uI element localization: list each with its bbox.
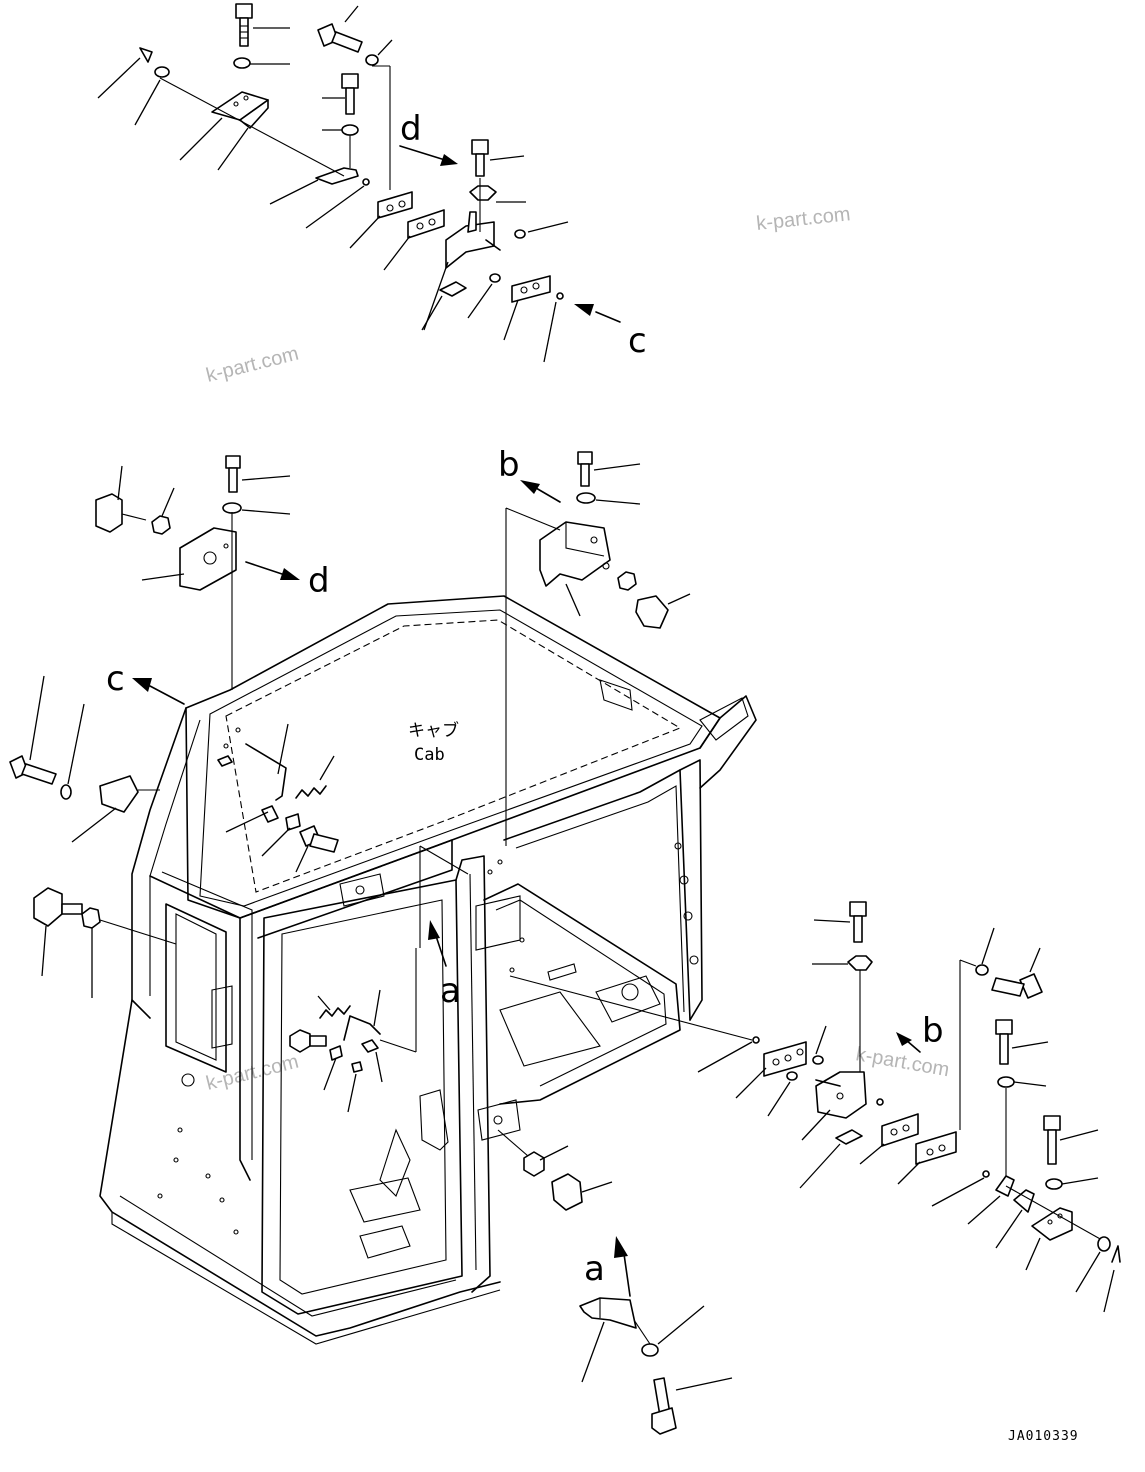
- latch-catch-icon: [579, 1297, 637, 1329]
- latch-lever-icon: [315, 167, 359, 185]
- cotter-pin-icon: [139, 47, 153, 63]
- shim-plate-icon: [881, 1113, 919, 1147]
- shim-plate-icon: [407, 209, 445, 239]
- cotter-pin-icon: [1111, 1245, 1121, 1263]
- door-catch-a: a: [579, 1236, 733, 1435]
- view-ref-b-mid: b: [498, 445, 520, 485]
- nut-icon: [847, 955, 873, 971]
- door-latch-a: a: [289, 845, 469, 1113]
- damper-bracket-b: b: [498, 445, 691, 846]
- shim-plate-icon: [915, 1131, 957, 1165]
- washer-icon: [60, 784, 72, 800]
- washer-icon: [1097, 1236, 1111, 1252]
- view-ref-d-left: d: [308, 561, 330, 601]
- nut-icon: [523, 1151, 545, 1177]
- view-arrow-d-top: [399, 145, 446, 161]
- bolt-icon: [225, 455, 241, 493]
- bolt-icon: [341, 73, 359, 115]
- pin-icon: [217, 755, 233, 767]
- clip-icon: [261, 805, 279, 823]
- o-ring-icon: [489, 273, 501, 283]
- view-ref-c-top: c: [628, 321, 647, 361]
- spring-icon: [295, 785, 327, 799]
- rubber-bumper-center: [497, 1129, 613, 1211]
- hinge-plate-icon: [1031, 1207, 1073, 1241]
- o-ring-icon: [812, 1055, 824, 1065]
- view-arrow-d-left: [245, 561, 283, 575]
- washer-icon: [233, 57, 251, 69]
- latch-assembly-c: c: [9, 659, 339, 873]
- shim-plate-icon: [377, 191, 413, 219]
- washer-icon: [997, 1076, 1015, 1088]
- washer-icon: [365, 54, 379, 66]
- latch-rod-icon: [245, 743, 287, 801]
- bolt-icon: [299, 825, 339, 853]
- watermarks: k-part.com k-part.com k-part.com k-part.…: [204, 203, 951, 1095]
- bolt-icon: [317, 23, 363, 53]
- rubber-stopper-icon: [33, 887, 63, 927]
- bolt-icon: [577, 451, 593, 487]
- right-hinge-assembly: b: [509, 901, 1121, 1313]
- washer-icon: [154, 66, 170, 78]
- watermark-top-right: k-part.com: [755, 203, 851, 235]
- clip-icon: [439, 281, 467, 297]
- bolt-icon: [235, 3, 253, 47]
- bolt-icon: [991, 973, 1043, 999]
- bolt-icon: [471, 139, 489, 177]
- washer-icon: [341, 124, 359, 136]
- drawing-code: JA010339: [1008, 1429, 1079, 1444]
- nut-icon: [289, 1029, 311, 1053]
- view-ref-b-right: b: [922, 1011, 944, 1051]
- bracket-icon: [539, 521, 611, 587]
- rubber-bumper-left: [33, 887, 177, 998]
- spring-icon: [319, 1005, 351, 1019]
- bolt-icon: [651, 1377, 677, 1435]
- rubber-stopper-icon: [551, 1173, 583, 1211]
- top-hinge-assembly: d c: [97, 3, 647, 363]
- o-ring-icon: [786, 1071, 798, 1081]
- rubber-stopper-icon: [95, 493, 123, 533]
- bolt-icon: [995, 1019, 1013, 1065]
- bolt-icon: [1043, 1115, 1061, 1165]
- latch-lever-icon: [995, 1175, 1015, 1197]
- cab-frame: [99, 595, 757, 1345]
- view-arrow-c-top: [595, 311, 621, 323]
- washer-icon: [975, 964, 989, 976]
- rubber-stopper-icon: [635, 595, 669, 629]
- striker-bracket-icon: [815, 1071, 867, 1119]
- view-arrow-a-bottom: [623, 1253, 631, 1297]
- clip-icon: [361, 1039, 379, 1053]
- nut-icon: [81, 907, 101, 929]
- latch-rod-icon: [343, 1015, 381, 1041]
- watermark-top-left: k-part.com: [204, 343, 301, 387]
- washer-icon: [222, 502, 242, 514]
- latch-catch-icon: [99, 775, 139, 813]
- view-ref-a-cab: a: [440, 971, 461, 1011]
- frame-bolt-holes: [157, 727, 699, 1235]
- view-arrow-a-cab: [435, 935, 447, 967]
- bolt-icon: [9, 755, 57, 785]
- view-ref-d-top: d: [400, 109, 422, 149]
- washer-icon: [1045, 1178, 1063, 1190]
- damper-bracket-d: d: [95, 455, 330, 690]
- view-arrow-c-left: [149, 685, 185, 705]
- nut-icon: [617, 571, 637, 591]
- washer-icon: [641, 1343, 659, 1357]
- shim-plate-icon: [511, 275, 551, 303]
- view-ref-a-bottom: a: [584, 1249, 605, 1289]
- view-ref-c-left: c: [106, 659, 125, 699]
- nut-icon: [151, 515, 171, 535]
- bolt-icon: [849, 901, 867, 943]
- clip-icon: [835, 1129, 863, 1145]
- bracket-icon: [179, 527, 237, 591]
- washer-icon: [576, 492, 596, 504]
- cab-label-jp: キャブ: [408, 720, 459, 741]
- nut-icon: [469, 185, 497, 201]
- o-ring-icon: [514, 229, 526, 239]
- view-arrow-b-mid: [535, 487, 561, 503]
- cab-label-en: Cab: [414, 745, 445, 765]
